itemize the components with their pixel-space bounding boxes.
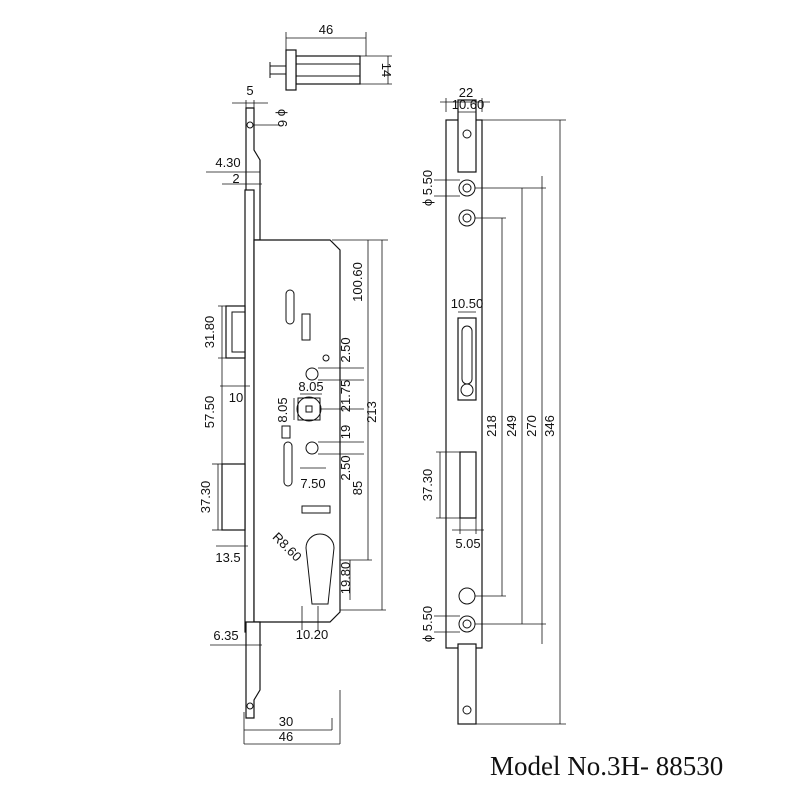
dim-2-50-top-label: 2.50	[338, 337, 353, 362]
top-tongue	[457, 99, 477, 173]
dim-7-50-label: 7.50	[300, 476, 325, 491]
bolt-depth-13-5-label: 13.5	[215, 550, 240, 565]
lower-strip	[245, 621, 261, 719]
slot-offset-label: 10.60	[452, 97, 485, 112]
dim-2-50-low-label: 2.50	[338, 455, 353, 480]
model-number: Model No.3H- 88530	[490, 751, 723, 781]
bolt-37-30-label: 37.30	[198, 481, 213, 514]
dead-bolt	[221, 463, 246, 531]
case-internals	[281, 289, 335, 605]
right-view: 10.50 37.30 5.05 22 10.60 ϕ 5.50 ϕ 5.50	[420, 85, 566, 725]
case-height-100-60-label: 100.60	[350, 262, 365, 302]
latch-slot	[457, 317, 477, 401]
front-bolt-37-30-label: 37.30	[420, 469, 435, 502]
dead-bolt-front	[459, 451, 477, 519]
top-bolt	[269, 49, 361, 91]
width-30-label: 30	[279, 714, 293, 729]
dim-8-05-h-label: 8.05	[298, 379, 323, 394]
dim-249-label: 249	[504, 415, 519, 437]
offset-2-label: 2	[232, 171, 239, 186]
dim-6-35-label: 6.35	[213, 628, 238, 643]
faceplate-width-label: 22	[459, 85, 473, 100]
top-bolt-width-label: 46	[319, 22, 333, 37]
width-46-label: 46	[279, 729, 293, 744]
offset-5-label: 5	[246, 83, 253, 98]
lock-case	[253, 239, 341, 623]
left-view: 46 14 5 ϕ 6 4.30 2 31.80	[198, 22, 394, 745]
latch-31-80-label: 31.80	[202, 316, 217, 349]
top-bolt-height-label: 14	[379, 63, 394, 77]
dim-21-75-label: 21.75	[338, 380, 353, 413]
latch-bolt	[225, 305, 246, 359]
dim-218-label: 218	[484, 415, 499, 437]
hole-dia-label: ϕ 6	[275, 109, 290, 127]
latch-depth-10-label: 10	[229, 390, 243, 405]
dim-19-80-label: 19.80	[338, 562, 353, 595]
dim-213-label: 213	[364, 401, 379, 423]
dist-57-50-label: 57.50	[202, 396, 217, 429]
bolt-5-05-label: 5.05	[455, 536, 480, 551]
dim-85-label: 85	[350, 481, 365, 495]
faceplate	[244, 189, 255, 633]
offset-4-30-label: 4.30	[215, 155, 240, 170]
hole-dia-bottom-label: ϕ 5.50	[420, 606, 435, 642]
dim-10-20-label: 10.20	[296, 627, 329, 642]
dim-346-label: 346	[542, 415, 557, 437]
bottom-tongue	[457, 643, 477, 725]
slot-width-label: 10.50	[451, 296, 484, 311]
dim-270-label: 270	[524, 415, 539, 437]
hole-dia-top-label: ϕ 5.50	[420, 170, 435, 206]
dim-19-label: 19	[338, 425, 353, 439]
dim-8-05-v-label: 8.05	[275, 397, 290, 422]
